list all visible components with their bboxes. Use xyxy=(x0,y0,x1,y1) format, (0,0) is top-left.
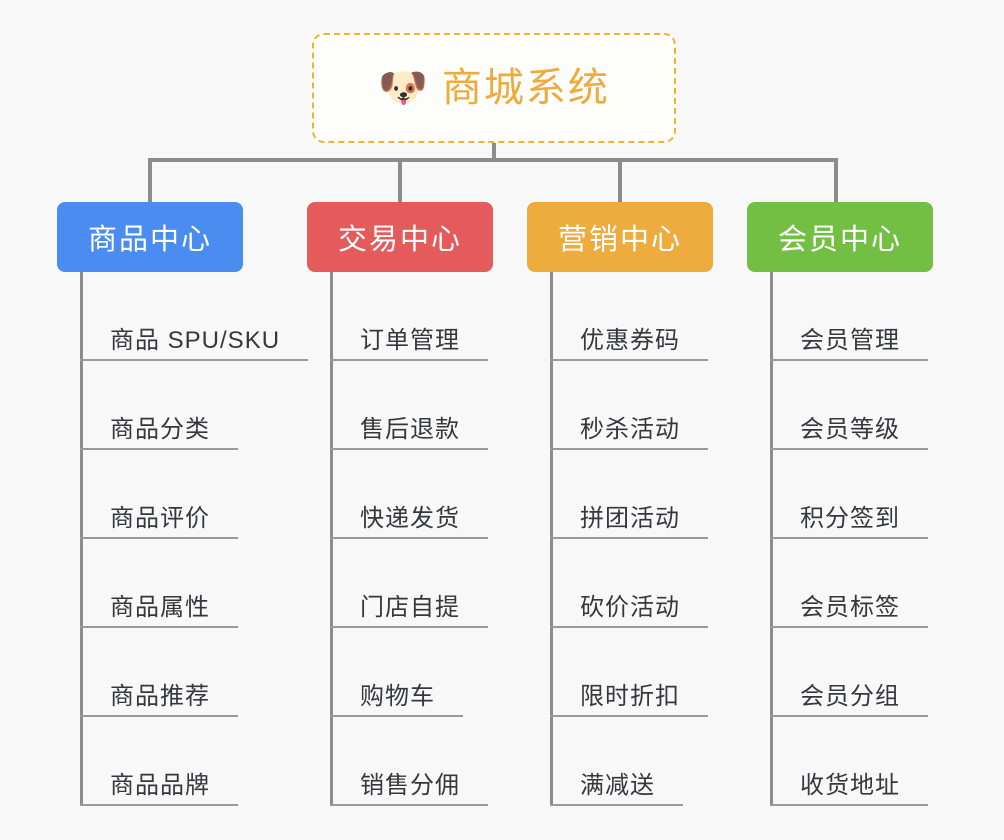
branch-trade-center: 交易中心 订单管理 售后退款 快递发货 门店自提 xyxy=(307,202,493,806)
leaf-label: 商品品牌 xyxy=(110,772,210,799)
category-title: 营销中心 xyxy=(557,224,682,256)
leaf-underline: 会员管理 xyxy=(770,329,928,361)
category-header-trade-center[interactable]: 交易中心 xyxy=(307,202,493,272)
leaf-underline: 满减送 xyxy=(550,774,683,806)
leaf-label: 门店自提 xyxy=(360,594,460,621)
category-header-product-center[interactable]: 商品中心 xyxy=(57,202,243,272)
leaf-underline: 拼团活动 xyxy=(550,507,708,539)
leaf-underline: 会员等级 xyxy=(770,418,928,450)
branch-member-center: 会员中心 会员管理 会员等级 积分签到 会员标签 xyxy=(747,202,933,806)
shiba-dog-face-icon: 🐶 xyxy=(378,66,428,110)
category-title: 商品中心 xyxy=(87,224,212,256)
leaf-label: 购物车 xyxy=(360,683,435,710)
leaf-label: 商品分类 xyxy=(110,416,210,443)
leaf-underline: 秒杀活动 xyxy=(550,418,708,450)
leaf-underline: 商品属性 xyxy=(80,596,238,628)
leaf-label: 收货地址 xyxy=(800,772,900,799)
leaf-label: 会员管理 xyxy=(800,327,900,354)
leaf-underline: 购物车 xyxy=(330,685,463,717)
leaf-label: 秒杀活动 xyxy=(580,416,680,443)
leaf-label: 会员等级 xyxy=(800,416,900,443)
leaf-underline: 优惠券码 xyxy=(550,329,708,361)
leaf-label: 订单管理 xyxy=(360,327,460,354)
connector-drop-1 xyxy=(148,158,152,204)
leaf-underline: 售后退款 xyxy=(330,418,488,450)
leaf-underline: 砍价活动 xyxy=(550,596,708,628)
leaf-label: 优惠券码 xyxy=(580,327,680,354)
branch-product-center: 商品中心 商品 SPU/SKU 商品分类 商品评价 商品属性 xyxy=(57,202,309,806)
leaf-label: 会员分组 xyxy=(800,683,900,710)
leaf-label: 限时折扣 xyxy=(580,683,680,710)
leaf-underline: 收货地址 xyxy=(770,774,928,806)
category-header-marketing-center[interactable]: 营销中心 xyxy=(527,202,713,272)
leaf-underline: 会员标签 xyxy=(770,596,928,628)
leaf-label: 满减送 xyxy=(580,772,655,799)
category-title: 会员中心 xyxy=(777,224,902,256)
leaf-underline: 限时折扣 xyxy=(550,685,708,717)
leaf-underline: 积分签到 xyxy=(770,507,928,539)
leaf-label: 销售分佣 xyxy=(360,772,460,799)
leaf-label: 会员标签 xyxy=(800,594,900,621)
branch-stem xyxy=(330,272,333,806)
branch-stem xyxy=(770,272,773,806)
leaf-label: 拼团活动 xyxy=(580,505,680,532)
branch-marketing-center: 营销中心 优惠券码 秒杀活动 拼团活动 砍价活动 xyxy=(527,202,713,806)
leaf-label: 砍价活动 xyxy=(580,594,680,621)
leaf-label: 快递发货 xyxy=(360,505,460,532)
leaf-label: 商品评价 xyxy=(110,505,210,532)
connector-drop-2 xyxy=(398,158,402,204)
category-header-member-center[interactable]: 会员中心 xyxy=(747,202,933,272)
leaf-underline: 门店自提 xyxy=(330,596,488,628)
leaf-label: 售后退款 xyxy=(360,416,460,443)
leaf-label: 商品推荐 xyxy=(110,683,210,710)
leaf-underline: 商品品牌 xyxy=(80,774,238,806)
leaf-underline: 商品评价 xyxy=(80,507,238,539)
connector-drop-3 xyxy=(618,158,622,204)
root-node-title: 商城系统 xyxy=(441,66,610,110)
leaf-underline: 商品分类 xyxy=(80,418,238,450)
leaf-underline: 会员分组 xyxy=(770,685,928,717)
root-node-mall-system[interactable]: 🐶 商城系统 xyxy=(312,33,676,143)
connector-horizontal-bar xyxy=(148,158,838,162)
leaf-underline: 快递发货 xyxy=(330,507,488,539)
branch-stem xyxy=(80,272,83,806)
connector-root-stem xyxy=(492,143,496,162)
leaf-label: 商品属性 xyxy=(110,594,210,621)
leaf-underline: 销售分佣 xyxy=(330,774,488,806)
connector-drop-4 xyxy=(834,158,838,204)
category-title: 交易中心 xyxy=(337,224,462,256)
leaf-underline: 订单管理 xyxy=(330,329,488,361)
leaf-underline: 商品推荐 xyxy=(80,685,238,717)
leaf-underline: 商品 SPU/SKU xyxy=(80,327,309,361)
leaf-label: 商品 SPU/SKU xyxy=(110,327,281,354)
branch-stem xyxy=(550,272,553,806)
leaf-label: 积分签到 xyxy=(800,505,900,532)
